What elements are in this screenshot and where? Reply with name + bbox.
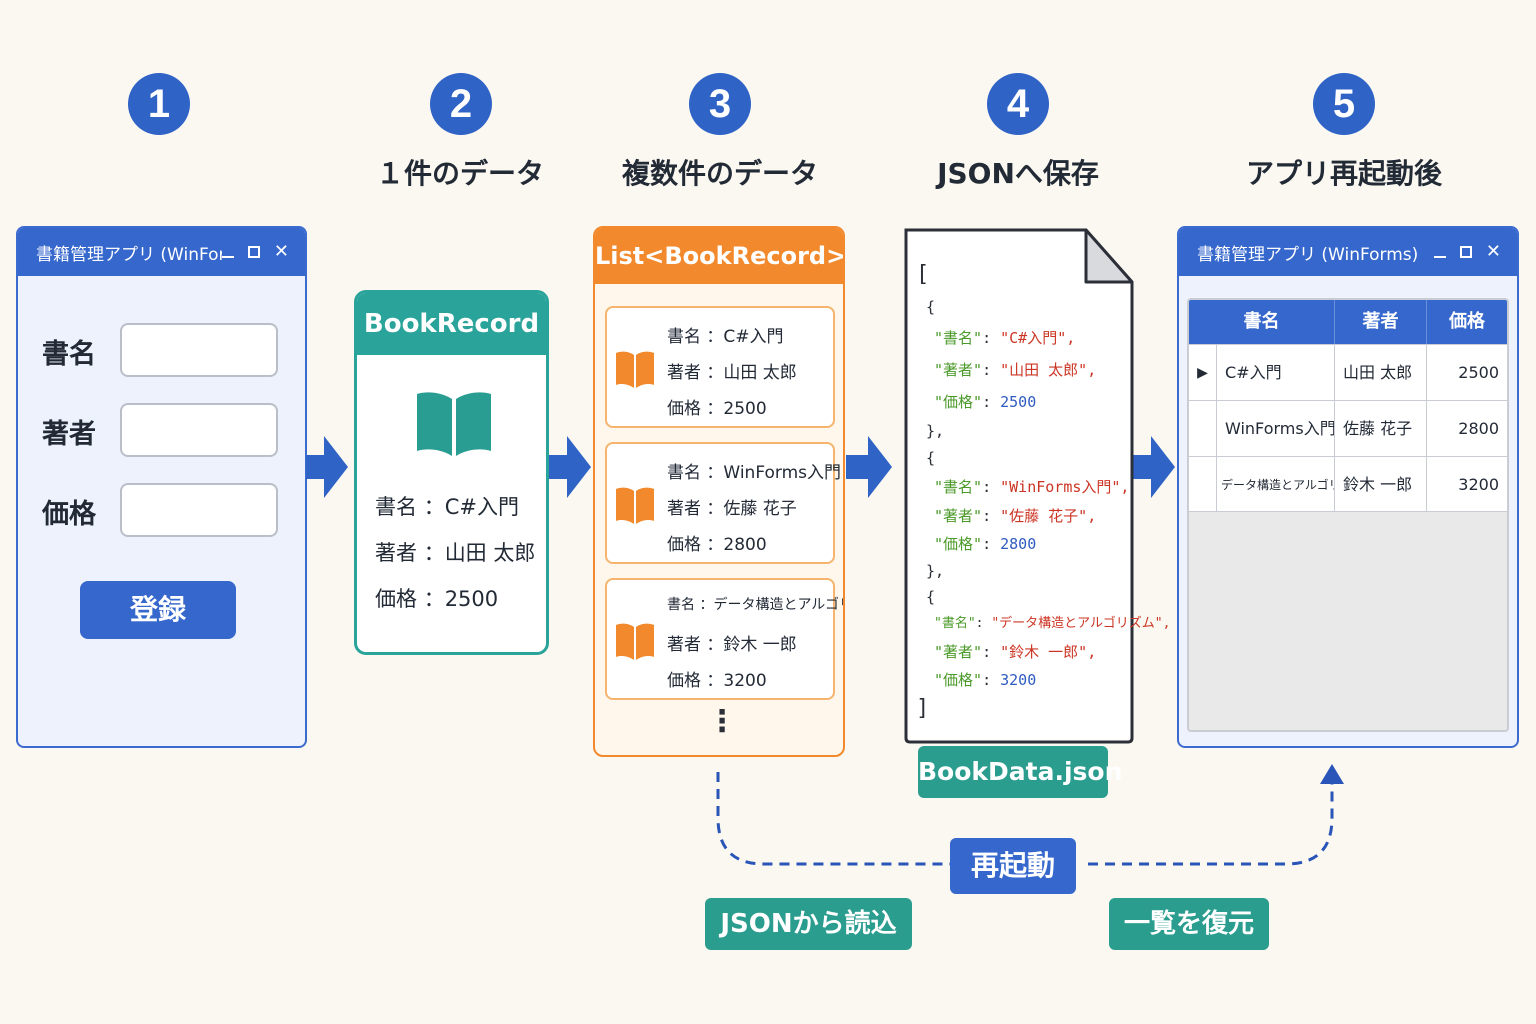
list-item-price: 価格 ：3200 bbox=[667, 671, 767, 691]
register-button[interactable]: 登録 bbox=[80, 581, 236, 639]
cell-title[interactable]: C#入門 bbox=[1217, 345, 1335, 400]
restart-flow-arrow bbox=[716, 764, 1344, 866]
record-price-row: 価格 ：2500 bbox=[375, 587, 499, 611]
step-4-badge: 4 bbox=[987, 73, 1049, 135]
json-line: "価格": 3200 bbox=[934, 671, 1037, 689]
book-icon bbox=[417, 392, 491, 456]
list-item-title: 書名 ：データ構造とアルゴリズム bbox=[667, 597, 843, 613]
cell-price[interactable]: 2500 bbox=[1458, 363, 1499, 382]
author-input[interactable] bbox=[120, 403, 278, 457]
list-item-author: 著者 ：佐藤 花子 bbox=[667, 499, 797, 519]
cell-title[interactable]: WinForms入門 bbox=[1217, 401, 1335, 456]
restore-list-badge: 一覧を復元 bbox=[1109, 898, 1269, 950]
json-brace: { bbox=[926, 449, 936, 467]
restart-badge: 再起動 bbox=[950, 838, 1076, 894]
cell-price[interactable]: 3200 bbox=[1458, 475, 1499, 494]
arrow-right-icon bbox=[549, 436, 591, 498]
json-line: "価格": 2800 bbox=[934, 535, 1037, 553]
book-data-grid[interactable]: 書名 著者 価格 ▶ C#入門 山田 太郎 2500 WinForms入門 佐藤… bbox=[1187, 298, 1509, 732]
maximize-icon[interactable] bbox=[1459, 246, 1472, 258]
step-2-badge: 2 bbox=[430, 73, 492, 135]
record-author-row: 著者 ：山田 太郎 bbox=[375, 541, 536, 565]
list-header: List<BookRecord> bbox=[595, 228, 843, 284]
json-content: [ { "書名": "C#入門", "著者": "山田 太郎", "価格": 2… bbox=[916, 262, 1171, 724]
column-header-price[interactable]: 価格 bbox=[1449, 311, 1485, 332]
step-5-badge: 5 bbox=[1313, 73, 1375, 135]
list-item-author: 著者 ：山田 太郎 bbox=[667, 363, 797, 383]
author-label: 著者 bbox=[42, 419, 96, 450]
step-1-badge: 1 bbox=[128, 73, 190, 135]
minimize-icon[interactable] bbox=[1433, 256, 1446, 258]
close-icon[interactable]: ✕ bbox=[273, 241, 289, 262]
book-record-card: BookRecord 書名 ：C#入門 著者 ：山田 太郎 価格 ：2500 bbox=[354, 290, 549, 655]
book-icon bbox=[616, 351, 654, 388]
restored-app-window: 書籍管理アプリ (WinForms) ✕ 書名 著者 価格 ▶ C#入門 山田 … bbox=[1177, 226, 1519, 748]
title-bar: 書籍管理アプリ (WinForms) ✕ bbox=[1179, 228, 1517, 276]
json-open-bracket: [ bbox=[916, 262, 930, 287]
list-item: 書名 ：WinForms入門 著者 ：佐藤 花子 価格 ：2800 bbox=[605, 442, 841, 564]
list-item: 書名 ：C#入門 著者 ：山田 太郎 価格 ：2500 bbox=[605, 306, 835, 428]
step-3-badge: 3 bbox=[689, 73, 751, 135]
price-label: 価格 bbox=[42, 499, 96, 530]
book-list-box: List<BookRecord> 書名 ：C#入門 著者 ：山田 太郎 価格 ：… bbox=[593, 226, 845, 757]
cell-title[interactable]: データ構造とアルゴリズム bbox=[1217, 457, 1335, 511]
title-label: 書名 bbox=[42, 339, 96, 370]
close-icon[interactable]: ✕ bbox=[1485, 241, 1501, 262]
list-item-title: 書名 ：WinForms入門 bbox=[667, 463, 842, 483]
book-record-header: BookRecord bbox=[357, 293, 546, 355]
json-close-bracket: ] bbox=[916, 696, 930, 721]
json-line: "著者": "佐藤 花子", bbox=[934, 507, 1097, 525]
table-row[interactable]: データ構造とアルゴリズム 鈴木 一郎 3200 bbox=[1189, 456, 1507, 512]
window-title: 書籍管理アプリ (WinForms) bbox=[36, 244, 222, 265]
maximize-icon[interactable] bbox=[247, 246, 260, 258]
arrow-right-icon bbox=[1133, 436, 1175, 498]
window-title: 書籍管理アプリ (WinForms) bbox=[1197, 244, 1419, 265]
table-row[interactable]: ▶ C#入門 山田 太郎 2500 bbox=[1189, 344, 1507, 400]
column-header-title[interactable]: 書名 bbox=[1189, 300, 1335, 344]
step-5-title: アプリ再起動後 bbox=[1245, 157, 1442, 190]
list-item-title: 書名 ：C#入門 bbox=[667, 327, 784, 347]
json-line: "書名": "C#入門", bbox=[934, 329, 1076, 347]
step-2-title: １件のデータ bbox=[375, 157, 544, 190]
record-title-row: 書名 ：C#入門 bbox=[375, 495, 519, 519]
step-3-title: 複数件のデータ bbox=[621, 157, 818, 190]
json-line: "著者": "山田 太郎", bbox=[934, 361, 1097, 379]
load-json-badge: JSONから読込 bbox=[705, 898, 912, 950]
cell-price[interactable]: 2800 bbox=[1458, 419, 1499, 438]
row-selector-icon bbox=[1189, 457, 1217, 511]
list-item-price: 価格 ：2500 bbox=[667, 399, 767, 419]
list-item-author: 著者 ：鈴木 一郎 bbox=[667, 635, 797, 655]
row-selector-icon: ▶ bbox=[1189, 345, 1217, 400]
title-input[interactable] bbox=[120, 323, 278, 377]
json-file-icon bbox=[904, 228, 1134, 744]
list-item-price: 価格 ：2800 bbox=[667, 535, 767, 555]
table-row[interactable]: WinForms入門 佐藤 花子 2800 bbox=[1189, 400, 1507, 456]
cell-author[interactable]: 山田 太郎 bbox=[1335, 345, 1427, 400]
json-brace: { bbox=[926, 588, 936, 606]
price-input[interactable] bbox=[120, 483, 278, 537]
grid-header: 書名 著者 価格 bbox=[1189, 300, 1507, 344]
json-brace: }, bbox=[926, 422, 945, 440]
json-brace: }, bbox=[926, 562, 945, 580]
json-brace: { bbox=[926, 298, 936, 316]
json-line: "書名": "データ構造とアルゴリズム", bbox=[934, 616, 1171, 631]
list-item: 書名 ：データ構造とアルゴリズム 著者 ：鈴木 一郎 価格 ：3200 bbox=[605, 578, 843, 700]
cell-author[interactable]: 佐藤 花子 bbox=[1335, 401, 1427, 456]
title-bar: 書籍管理アプリ (WinForms) ✕ bbox=[18, 228, 305, 276]
book-icon bbox=[616, 623, 654, 660]
json-line: "価格": 2500 bbox=[934, 393, 1037, 411]
app-window: 書籍管理アプリ (WinForms) ✕ 書名 著者 価格 登録 bbox=[16, 226, 307, 748]
minimize-icon[interactable] bbox=[221, 256, 234, 258]
json-line: "著者": "鈴木 一郎", bbox=[934, 643, 1097, 661]
row-selector-icon bbox=[1189, 401, 1217, 456]
book-icon bbox=[616, 487, 654, 524]
json-filename-badge: BookData.json bbox=[918, 746, 1122, 798]
step-4-title: JSONへ保存 bbox=[937, 157, 1099, 190]
cell-author[interactable]: 鈴木 一郎 bbox=[1335, 457, 1427, 511]
arrow-right-icon bbox=[846, 436, 892, 498]
json-line: "書名": "WinForms入門", bbox=[934, 478, 1130, 496]
column-header-author[interactable]: 著者 bbox=[1335, 300, 1427, 344]
arrow-right-icon bbox=[306, 436, 348, 498]
more-items-ellipsis: ⋮ bbox=[707, 704, 737, 739]
